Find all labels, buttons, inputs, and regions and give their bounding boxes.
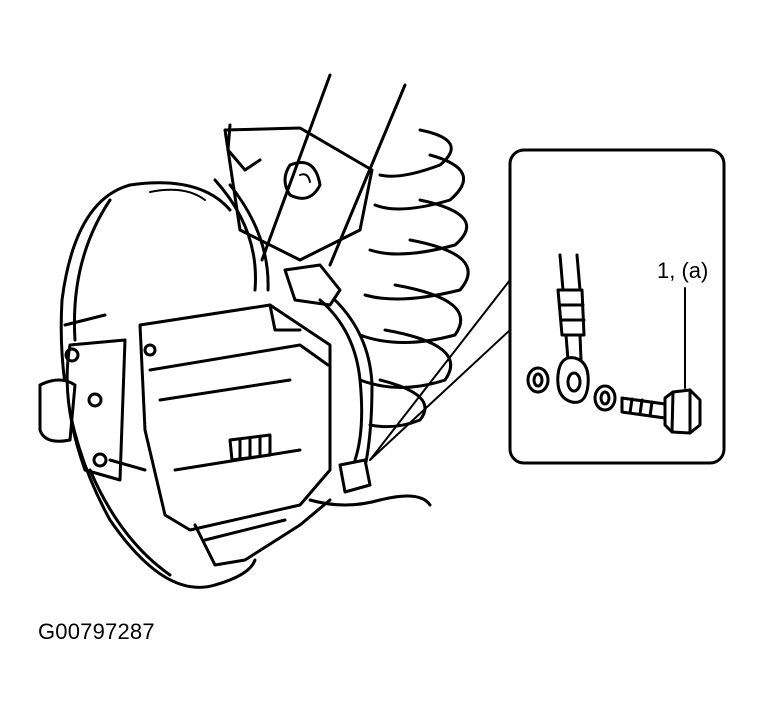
union-bolt: [620, 388, 702, 435]
brake-hose: [283, 263, 432, 507]
figure-id: G00797287: [38, 619, 155, 644]
strut-assembly: [213, 73, 407, 292]
coil-spring: [358, 128, 470, 429]
washer-left: [526, 366, 550, 394]
callout-label: 1, (a): [657, 258, 708, 283]
brake-caliper: [138, 303, 332, 567]
washer-right: [593, 384, 617, 412]
wheel-hub: [38, 313, 147, 482]
detail-inset: 1, (a): [508, 148, 726, 465]
callout-leader: [369, 279, 511, 461]
